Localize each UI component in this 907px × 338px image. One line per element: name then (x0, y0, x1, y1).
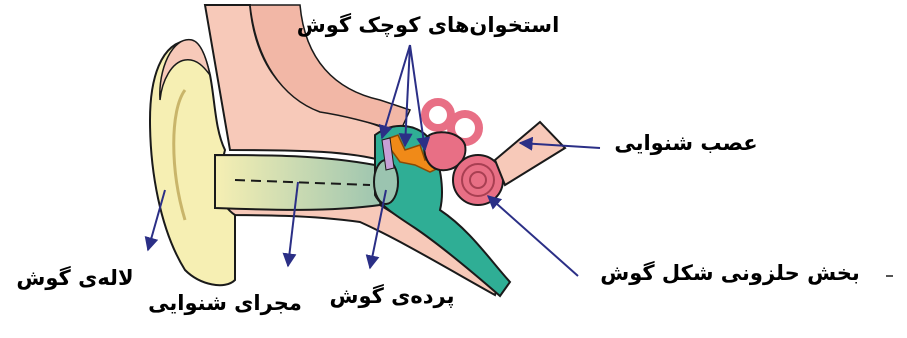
label-auricle: لاله‌ی گوش (16, 265, 133, 290)
label-ear-canal: مجرای شنوایی (148, 291, 302, 315)
arrow-cochlea (488, 196, 578, 276)
auditory-nerve-shape (495, 122, 565, 185)
label-ossicles: استخوان‌های کوچک گوش (297, 12, 560, 37)
label-auditory-nerve: عصب شنوایی (614, 131, 757, 155)
label-eardrum: پرده‌ی گوش (329, 283, 454, 308)
semicircular-canal-1 (425, 102, 451, 128)
label-cochlea: بخش حلزونی شکل گوش (600, 260, 860, 285)
